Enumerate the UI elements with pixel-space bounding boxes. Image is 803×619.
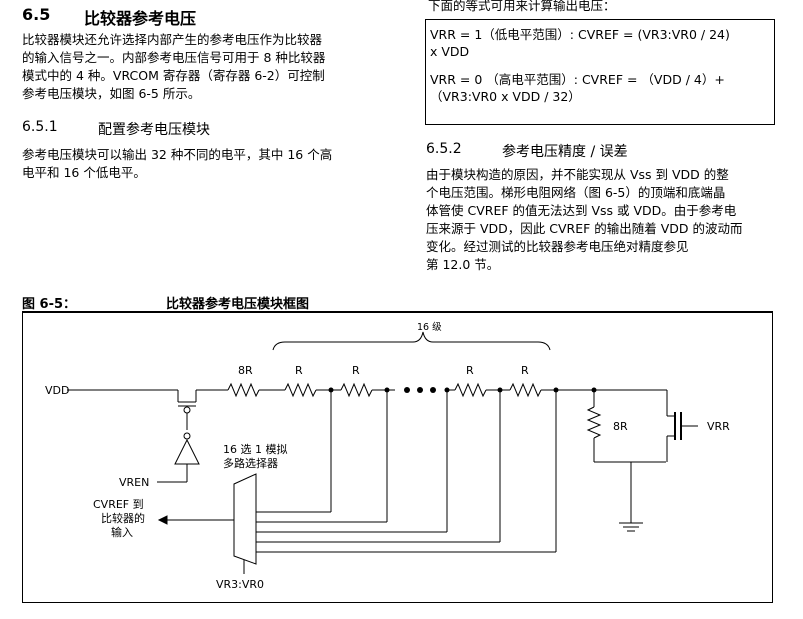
ellipsis-dot — [404, 387, 410, 393]
output-label-2: 比较器的 — [101, 511, 145, 525]
text-line: 参考电压模块，如图 6-5 所示。 — [22, 86, 201, 101]
vrr-label: VRR — [707, 420, 730, 433]
figure-box: 16 级 VDD 8R R R R R — [22, 312, 773, 603]
figure-rule — [22, 311, 773, 313]
subsection-title: 配置参考电压模块 — [98, 122, 210, 138]
intro-paragraph: 比较器模块还允许选择内部产生的参考电压作为比较器 的输入信号之一。内部参考电压信… — [22, 31, 392, 103]
equation-1-line-1: VRR = 1（低电平范围）: CVREF = (VR3:VR0 / 24) — [430, 27, 730, 42]
mux-label-1: 16 选 1 模拟 — [223, 442, 288, 456]
sub2-paragraph: 由于模块构造的原因，并不能实现从 Vss 到 VDD 的整 个电压范围。梯形电阻… — [426, 166, 776, 274]
resistor-8r-bottom — [586, 406, 602, 439]
equation-2-line-1: VRR = 0 （高电平范围）: CVREF = （VDD / 4）+ — [430, 72, 725, 87]
analog-mux — [233, 473, 257, 565]
text-line: 电平和 16 个低电平。 — [22, 165, 146, 180]
subsection-number: 6.5.1 — [22, 119, 58, 135]
subsection-title: 参考电压精度 / 误差 — [502, 144, 628, 160]
gate-bubble — [183, 406, 191, 414]
circuit-diagram: 16 级 VDD 8R R R R R — [45, 321, 730, 591]
resistor — [284, 382, 317, 398]
resistor — [509, 382, 542, 398]
ellipsis-dot — [430, 387, 436, 393]
resistor-label: 8R — [613, 420, 628, 433]
resistor-label: 8R — [238, 364, 253, 377]
figure-label: 图 6-5： — [22, 297, 77, 312]
stages-brace — [272, 331, 551, 351]
section-number: 6.5 — [22, 5, 51, 24]
output-arrow — [157, 515, 168, 525]
resistor — [454, 382, 487, 398]
stages-label: 16 级 — [417, 321, 442, 333]
output-label-3: 输入 — [111, 525, 133, 539]
resistor — [340, 382, 373, 398]
text-line: 第 12.0 节。 — [426, 257, 500, 272]
ellipsis-dot — [417, 387, 423, 393]
subsection-number: 6.5.2 — [426, 141, 462, 157]
resistor-8r — [227, 382, 260, 398]
resistor-label: R — [352, 364, 360, 377]
text-line: 压来源于 VDD，因此 CVREF 的输出随着 VDD 的波动而 — [426, 221, 743, 236]
text-line: 体管使 CVREF 的值无法达到 Vss 或 VDD。由于参考电 — [426, 203, 737, 218]
output-label-1: CVREF 到 — [93, 498, 144, 511]
text-line: 模式中的 4 种。VRCOM 寄存器（寄存器 6-2）可控制 — [22, 68, 325, 83]
text-line: 个电压范围。梯形电阻网络（图 6-5）的顶端和底端晶 — [426, 185, 726, 200]
vdd-label: VDD — [45, 384, 69, 397]
equation-1-line-2: x VDD — [430, 44, 470, 59]
text-line: 比较器模块还允许选择内部产生的参考电压作为比较器 — [22, 32, 323, 47]
sub1-paragraph: 参考电压模块可以输出 32 种不同的电平，其中 16 个高 电平和 16 个低电… — [22, 146, 392, 182]
resistor-label: R — [521, 364, 529, 377]
mux-label-2: 多路选择器 — [223, 456, 278, 470]
select-label: VR3:VR0 — [216, 578, 264, 591]
vren-label: VREN — [119, 476, 149, 489]
resistor-label: R — [466, 364, 474, 377]
resistor-label: R — [295, 364, 303, 377]
text-line: 参考电压模块可以输出 32 种不同的电平，其中 16 个高 — [22, 147, 333, 162]
section-title: 比较器参考电压 — [84, 9, 197, 28]
text-line: 的输入信号之一。内部参考电压信号可用于 8 种比较器 — [22, 50, 326, 65]
equation-box: VRR = 1（低电平范围）: CVREF = (VR3:VR0 / 24) x… — [425, 19, 775, 125]
equation-2-line-2: （VR3:VR0 x VDD / 32） — [430, 89, 581, 104]
equations-intro: 下面的等式可用来计算输出电压： — [428, 0, 616, 13]
inverter — [174, 438, 200, 465]
text-line: 变化。经过测试的比较器参考电压绝对精度参见 — [426, 239, 689, 254]
text-line: 由于模块构造的原因，并不能实现从 Vss 到 VDD 的整 — [426, 167, 729, 182]
figure-title: 比较器参考电压模块框图 — [166, 297, 310, 312]
